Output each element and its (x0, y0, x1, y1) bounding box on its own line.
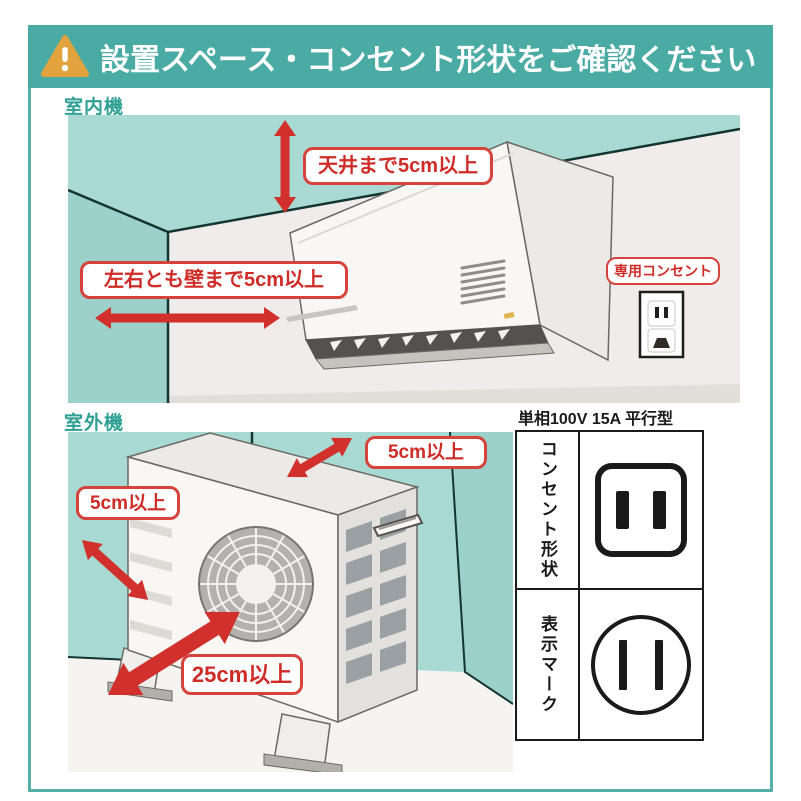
side-gap-arrow (95, 307, 280, 329)
outdoor-section-label: 室外機 (64, 413, 125, 434)
outlet-spec-panel: 単相100V 15A 平行型 コンセント形状 表示マーク (515, 404, 707, 741)
dedicated-outlet-illustration (638, 290, 685, 359)
rear-vent-grid (346, 509, 406, 684)
table-row: コンセント形状 (517, 432, 702, 590)
indicator-light (503, 311, 515, 320)
parallel-two-blade-outlet-icon (595, 463, 687, 557)
outdoor-scene (68, 432, 513, 772)
display-mark-label: 表示マーク (517, 590, 580, 739)
dedicated-outlet-tag: 専用コンセント (606, 257, 720, 285)
indoor-section-label: 室内機 (64, 97, 125, 118)
outdoor-top-gap-tag: 5cm以上 (365, 436, 487, 469)
table-row: 表示マーク (517, 590, 702, 739)
outlet-shape-label: コンセント形状 (517, 432, 580, 588)
right-wall-plane (450, 432, 513, 704)
side-vent-bars (130, 518, 172, 640)
handle (372, 513, 424, 538)
display-mark-cell (580, 590, 702, 739)
top-gap-arrow (287, 437, 352, 478)
floor-strip (168, 384, 740, 403)
header-banner: 設置スペース・コンセント形状をご確認ください (28, 25, 773, 88)
outdoor-left-gap-tag: 5cm以上 (76, 486, 180, 520)
front-vent-slits (460, 259, 506, 305)
outlet-shape-cell (580, 432, 702, 588)
front-gap-arrow (108, 611, 240, 696)
side-gap-tag: 左右とも壁まで5cm以上 (80, 261, 348, 299)
ceiling-gap-tag: 天井まで5cm以上 (303, 147, 493, 185)
warning-triangle-icon (41, 34, 89, 77)
outdoor-front-gap-tag: 25cm以上 (181, 654, 303, 695)
ceiling-gap-arrow (274, 120, 296, 213)
left-gap-arrow (82, 540, 148, 600)
outlet-spec-header: 単相100V 15A 平行型 (518, 411, 674, 428)
indoor-unit-illustration (286, 140, 614, 370)
parallel-plug-mark-icon (591, 614, 691, 715)
outlet-spec-table: コンセント形状 表示マーク (515, 430, 704, 741)
page-title: 設置スペース・コンセント形状をご確認ください (100, 43, 757, 77)
outdoor-scene-illustration (68, 432, 513, 772)
front-trim (286, 305, 358, 322)
